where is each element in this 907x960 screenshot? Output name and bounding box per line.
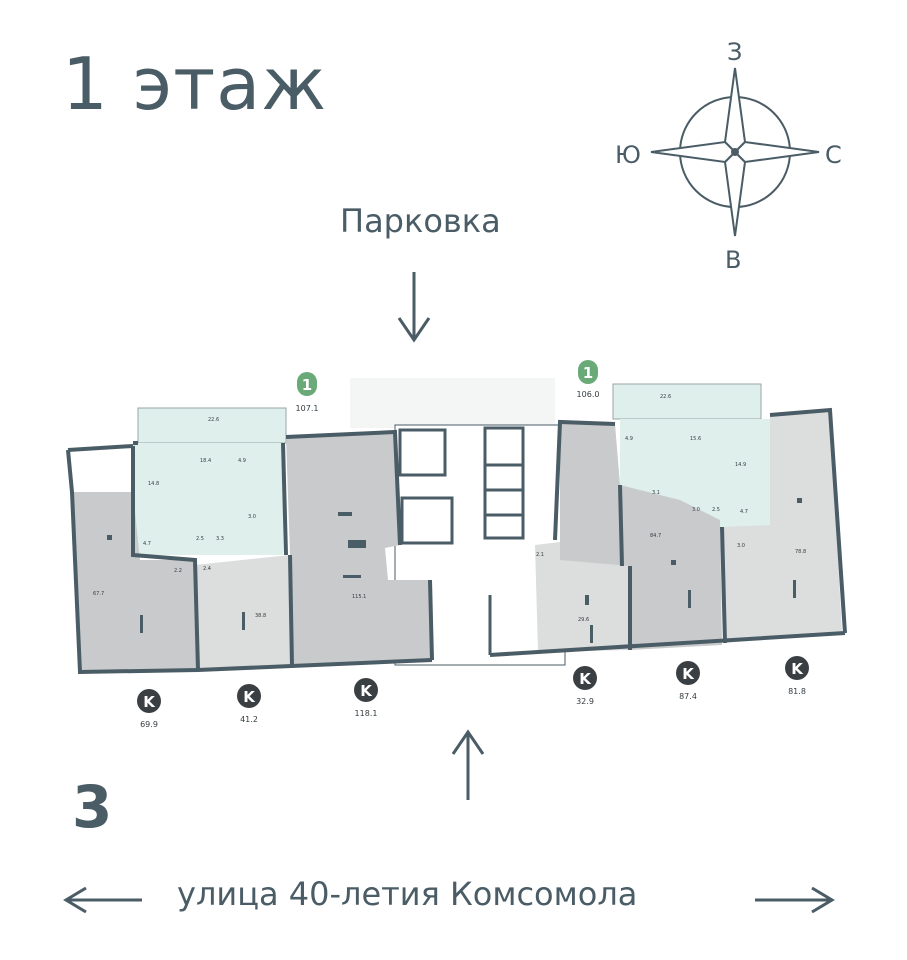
room-label-terrace-right: 22.6	[660, 394, 671, 400]
room-label-left-kitchen: 4.9	[238, 458, 246, 464]
commercial-area-2: 41.2	[240, 715, 258, 724]
commercial-badge-6: K 81.8	[785, 656, 809, 696]
commercial-badge-3: K 118.1	[354, 678, 378, 718]
room-label-right-bath3: 2.5	[712, 507, 720, 513]
compass-rose-icon	[650, 67, 820, 237]
commercial-badge-5-label: K	[682, 665, 695, 683]
commercial-area-5: 87.4	[679, 692, 697, 701]
street-arrow-left-icon	[63, 886, 142, 914]
room-label-left-hall1: 2.2	[174, 568, 182, 574]
shop-3	[286, 432, 432, 666]
room-label-shop6: 78.8	[795, 549, 806, 555]
commercial-badge-4: K 32.9	[573, 666, 597, 706]
room-label-left-bath2: 2.5	[196, 536, 204, 542]
room-label-left-living: 18.4	[200, 458, 211, 464]
commercial-area-3: 118.1	[355, 709, 378, 718]
floor-title: 1 этаж	[62, 42, 328, 126]
commercial-badge-3-label: K	[360, 682, 373, 700]
apartment-badge-2-label: 1	[583, 364, 593, 382]
room-label-right-bath4: 4.7	[740, 509, 748, 515]
left-apartment	[133, 443, 283, 555]
apartment-area-1: 107.1	[296, 404, 319, 413]
apartment-badge-2: 1 106.0	[577, 360, 600, 399]
room-label-right-living: 15.6	[690, 436, 701, 442]
commercial-area-4: 32.9	[576, 697, 594, 706]
compass-west-label: Ю	[615, 141, 641, 169]
room-label-shop5: 84.7	[650, 533, 661, 539]
compass-south-label: В	[725, 246, 742, 274]
street-arrow-right-icon	[755, 886, 835, 914]
section-number: 3	[72, 773, 113, 841]
room-label-left-hall2: 2.4	[203, 566, 211, 572]
room-label-right-kitchen: 4.9	[625, 436, 633, 442]
room-label-left-bedroom: 14.8	[148, 481, 159, 487]
commercial-badge-4-label: K	[579, 670, 592, 688]
room-label-right-bath1: 3.1	[652, 490, 660, 496]
commercial-badge-2-label: K	[243, 688, 256, 706]
room-label-left-wc: 3.0	[248, 514, 256, 520]
room-label-shop4: 29.6	[578, 617, 589, 623]
commercial-badge-6-label: K	[791, 660, 804, 678]
right-apartment-terrace	[612, 383, 762, 420]
commercial-badge-2: K 41.2	[237, 684, 261, 724]
compass-north-label: З	[727, 38, 743, 66]
parking-arrow-down-icon	[397, 272, 431, 343]
shop-6	[722, 410, 842, 643]
apartment-badge-1-label: 1	[302, 376, 312, 394]
apartment-area-2: 106.0	[577, 390, 600, 399]
commercial-area-6: 81.8	[788, 687, 806, 696]
room-label-shop1: 67.7	[93, 591, 104, 597]
shop-5	[560, 422, 722, 650]
room-label-right-wc: 3.0	[737, 543, 745, 549]
room-label-left-bath3: 3.3	[216, 536, 224, 542]
apartment-badge-1: 1 107.1	[296, 372, 319, 413]
shop-4	[535, 542, 630, 652]
commercial-badge-1: K 69.9	[137, 689, 161, 729]
room-label-left-bath1: 4.7	[143, 541, 151, 547]
compass-east-label: С	[825, 141, 842, 169]
room-label-right-bedroom: 14.9	[735, 462, 746, 468]
left-apartment-terrace	[137, 407, 287, 444]
shop-1	[72, 492, 197, 670]
room-label-right-bath2: 3.0	[692, 507, 700, 513]
room-label-shop3: 115.1	[352, 594, 366, 600]
building-plan: 22.6 22.6 14.8 18.4 4.9 4.7 2.5 3.3 3.0 …	[66, 378, 847, 675]
room-label-terrace-left: 22.6	[208, 417, 219, 423]
parking-label: Парковка	[340, 202, 501, 240]
commercial-badge-1-label: K	[143, 693, 156, 711]
commercial-badge-5: K 87.4	[676, 661, 700, 701]
room-label-shop4-wc: 2.1	[536, 552, 544, 558]
commercial-area-1: 69.9	[140, 720, 158, 729]
street-name: улица 40-летия Комсомола	[177, 875, 638, 913]
entrance-arrow-up-icon	[451, 729, 485, 800]
room-label-shop2: 38.8	[255, 613, 266, 619]
